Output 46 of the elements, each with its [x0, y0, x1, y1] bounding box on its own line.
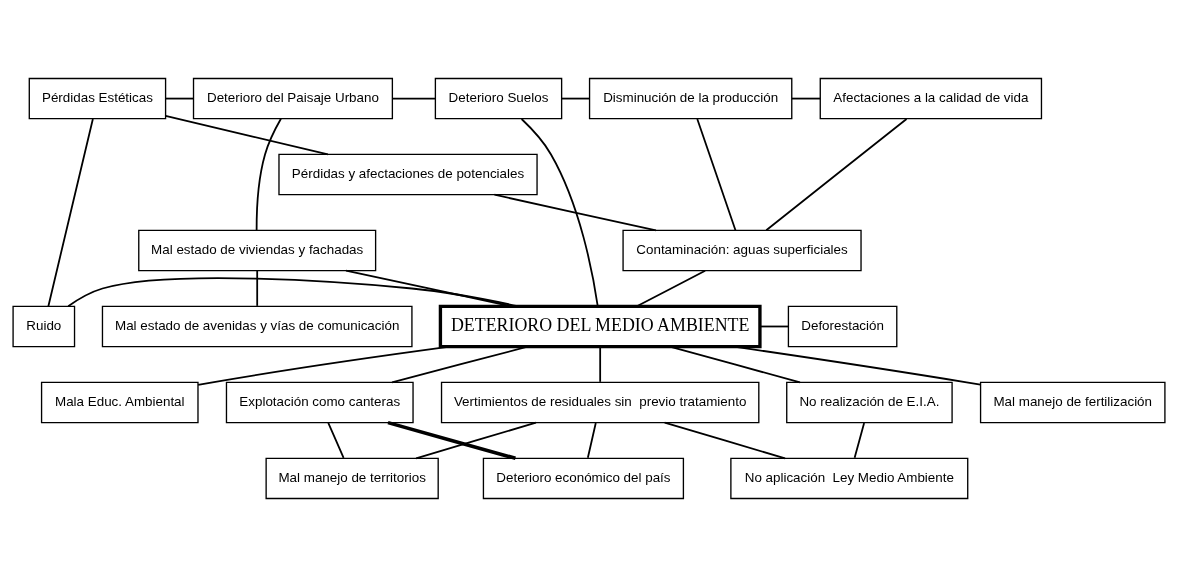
node-box: Contaminación: aguas superficiales: [622, 229, 862, 272]
connector: [765, 118, 908, 232]
node-box: Deterioro Suelos: [434, 77, 563, 120]
connector: [791, 97, 822, 100]
connector: [561, 97, 590, 100]
connector: [345, 269, 513, 308]
node-box: DETERIORO DEL MEDIO AMBIENTE: [438, 304, 762, 349]
connector: [164, 97, 194, 100]
connector: [696, 118, 737, 232]
node-box: Disminución de la producción: [588, 77, 793, 120]
connector: [391, 97, 437, 100]
connector: [47, 118, 94, 308]
connector: [853, 422, 866, 459]
connector: [256, 270, 259, 307]
connector: [255, 117, 282, 231]
node-box: Vertimientos de residuales sin previo tratamiento: [440, 381, 760, 424]
connector: [759, 325, 790, 328]
connector: [599, 346, 602, 383]
connector: [520, 118, 599, 308]
node-box: Mala Educ. Ambiental: [40, 381, 199, 424]
connector: [493, 193, 657, 232]
connector: [636, 269, 707, 308]
node-box: Mal estado de viviendas y fachadas: [138, 229, 377, 272]
node-box: Deterioro del Paisaje Urbano: [192, 77, 394, 120]
connector: [327, 422, 345, 459]
node-box: Pérdidas y afectaciones de potenciales: [278, 153, 538, 196]
connector: [586, 422, 597, 459]
connector: [164, 114, 329, 156]
connector: [391, 345, 529, 384]
connector: [668, 345, 801, 384]
node-box: Mal estado de avenidas y vías de comunicación: [101, 305, 413, 348]
connector: [67, 277, 520, 308]
node-box: Mal manejo de fertilización: [979, 381, 1166, 424]
connector: [663, 421, 786, 460]
node-box: Ruido: [12, 305, 76, 348]
connector: [733, 345, 982, 386]
connector: [415, 421, 537, 460]
node-box: No aplicación Ley Medio Ambiente: [730, 457, 969, 500]
node-box: Explotación como canteras: [225, 381, 414, 424]
connector: [197, 345, 451, 386]
node-box: Mal manejo de territorios: [265, 457, 439, 500]
node-box: Deforestación: [787, 305, 898, 348]
node-box: Deterioro económico del país: [482, 457, 685, 500]
node-box: Afectaciones a la calidad de vida: [819, 77, 1043, 120]
node-box: Pérdidas Estéticas: [28, 77, 167, 120]
node-box: No realización de E.I.A.: [786, 381, 953, 424]
